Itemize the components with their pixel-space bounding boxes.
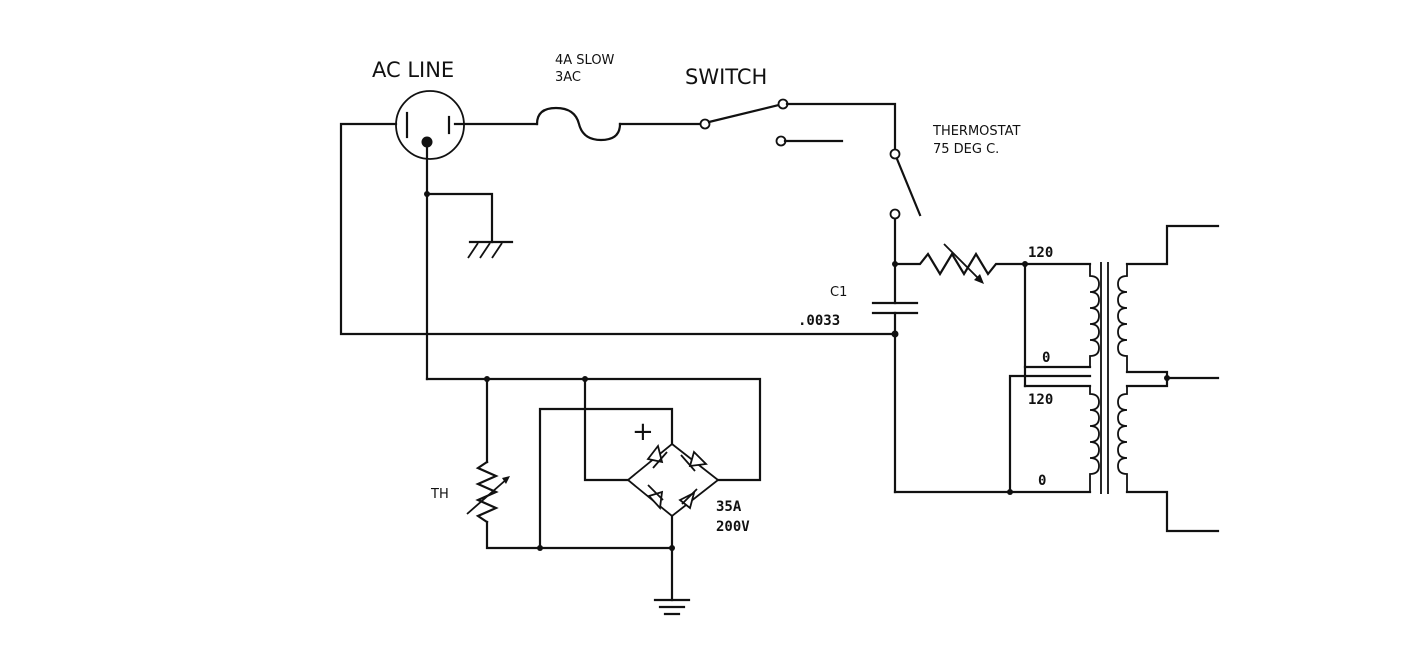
resistor-adjust-arrow [943,243,983,283]
tap-120-bottom-label: 120 [1028,392,1053,408]
bridge-plus-label: + [632,417,654,447]
fuse-type-label: 3AC [555,70,581,85]
capacitor-icon [871,301,919,315]
bridge-current-label: 35A [716,499,742,515]
capacitor-name-label: C1 [830,285,847,300]
tap-0-bottom-label: 0 [1038,473,1046,489]
ground-icon [653,598,691,616]
resistor-icon [893,251,1027,277]
switch-icon [699,98,844,147]
neutral-wire [339,122,897,336]
bridge-voltage-label: 200V [716,519,750,535]
ac-line-label: AC LINE [372,58,454,82]
switch-label: SWITCH [685,65,767,89]
tap-0-top-label: 0 [1042,350,1050,366]
chassis-ground-icon [467,240,514,259]
capacitor-value-label: .0033 [798,313,840,329]
transformer-icon [1089,262,1128,494]
fuse-rating-label: 4A SLOW [555,53,615,68]
ac-outlet-icon [395,90,465,160]
thermistor-label: TH [430,487,449,502]
thermistor-icon [475,460,499,524]
tap-120-top-label: 120 [1028,245,1053,261]
bridge-rectifier-icon [626,442,720,518]
thermostat-temp-label: 75 DEG C. [933,142,999,157]
fuse-icon [535,106,622,142]
thermostat-icon [889,148,922,220]
thermostat-label: THERMOSTAT [932,124,1020,139]
